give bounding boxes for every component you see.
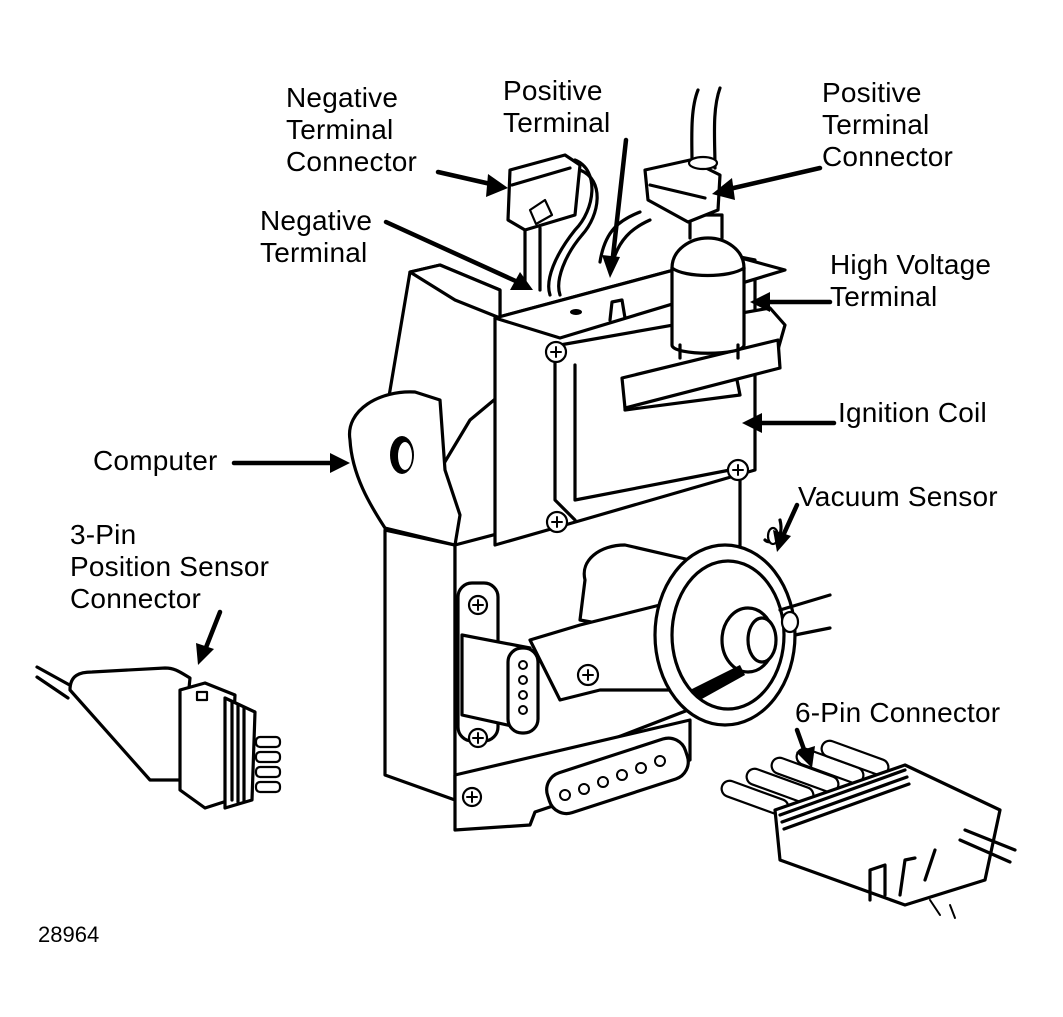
3-pin-position-sensor-connector <box>35 665 282 810</box>
callout-line: Vacuum Sensor <box>798 481 998 512</box>
vacuum-sensor <box>528 518 832 727</box>
6-pin-connector <box>720 739 1017 919</box>
callout-computer: Computer <box>93 445 218 477</box>
callout-negative-terminal: Negative Terminal <box>260 205 372 269</box>
negative-terminal-connector <box>506 153 599 297</box>
callout-line: Terminal <box>822 109 930 140</box>
callout-line: Position Sensor <box>70 551 270 582</box>
callout-line: Terminal <box>830 281 938 312</box>
callout-line: Ignition Coil <box>838 397 987 428</box>
callout-line: Terminal <box>286 114 394 145</box>
callout-line: 6-Pin Connector <box>795 697 1001 728</box>
high-voltage-terminal-tower <box>670 213 746 360</box>
callout-line: Terminal <box>260 237 368 268</box>
callout-line: Negative <box>286 82 399 113</box>
callout-positive-terminal: Positive Terminal <box>503 75 610 139</box>
callout-line: Negative <box>260 205 373 236</box>
figure-number: 28964 <box>38 922 100 947</box>
callout-line: Connector <box>70 583 201 614</box>
callout-line: High Voltage <box>830 249 992 280</box>
callout-line: Connector <box>822 141 953 172</box>
callout-line: Terminal <box>503 107 611 138</box>
callout-3-pin-position-sensor-connector: 3-Pin Position Sensor Connector <box>70 519 269 615</box>
callout-negative-terminal-connector: Negative Terminal Connector <box>286 82 417 178</box>
6-pin-module-socket <box>453 718 692 832</box>
3-pin-module-socket <box>456 581 540 749</box>
callout-high-voltage-terminal: High Voltage Terminal <box>830 249 991 313</box>
callout-6-pin-connector: 6-Pin Connector <box>795 697 1000 729</box>
callout-vacuum-sensor: Vacuum Sensor <box>798 481 998 513</box>
positive-terminal-connector <box>598 86 722 267</box>
callout-line: Positive <box>822 77 922 108</box>
callout-line: 3-Pin <box>70 519 137 550</box>
callout-ignition-coil: Ignition Coil <box>838 397 987 429</box>
callout-line: Computer <box>93 445 218 476</box>
leader-lines <box>196 137 837 768</box>
callout-line: Positive <box>503 75 603 106</box>
callout-positive-terminal-connector: Positive Terminal Connector <box>822 77 953 173</box>
callout-line: Connector <box>286 146 417 177</box>
